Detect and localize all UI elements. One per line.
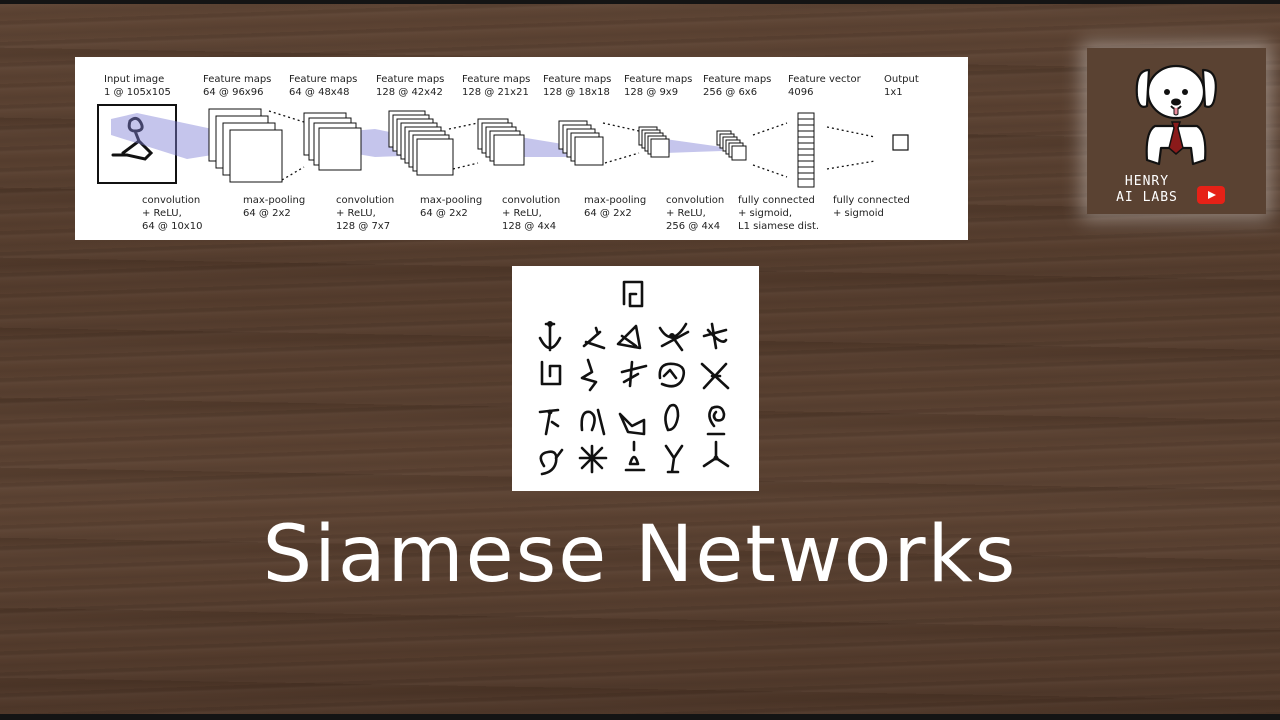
- op4-line1: max-pooling: [420, 195, 482, 206]
- char-r4-4: [664, 444, 684, 474]
- char-r2-3: [620, 360, 648, 388]
- label-fm2-title: Feature maps: [289, 74, 357, 85]
- label-fm5-title: Feature maps: [543, 74, 611, 85]
- op1-line2: + ReLU,: [142, 208, 182, 219]
- char-r1-2: [582, 326, 606, 350]
- op5-line1: convolution: [502, 195, 560, 206]
- feature-maps-stack-3: [388, 110, 454, 176]
- op4-line2: 64 @ 2x2: [420, 208, 468, 219]
- label-fm6-detail: 128 @ 9x9: [624, 87, 678, 98]
- char-r1-5: [702, 322, 728, 350]
- characters-svg: [538, 280, 730, 476]
- op5-line3: 128 @ 4x4: [502, 221, 556, 232]
- char-r2-1: [540, 360, 562, 386]
- op3-line3: 128 @ 7x7: [336, 221, 390, 232]
- label-input-title: Input image: [104, 74, 164, 85]
- op2-line2: 64 @ 2x2: [243, 208, 291, 219]
- omniglot-characters-panel: [512, 266, 759, 491]
- op1-line3: 64 @ 10x10: [142, 221, 202, 232]
- char-r2-4: [658, 362, 686, 388]
- label-output-detail: 1x1: [884, 87, 903, 98]
- label-output-title: Output: [884, 74, 919, 85]
- bottom-border: [0, 714, 1280, 720]
- char-r2-5: [700, 362, 730, 390]
- op3-line2: + ReLU,: [336, 208, 376, 219]
- feature-maps-stack-5: [558, 120, 604, 166]
- label-fm4-detail: 128 @ 21x21: [462, 87, 529, 98]
- op7-line2: + ReLU,: [666, 208, 706, 219]
- op8-line1: fully connected: [738, 195, 815, 206]
- op7-line1: convolution: [666, 195, 724, 206]
- label-fm5-detail: 128 @ 18x18: [543, 87, 610, 98]
- logo-wordmark: HENRY AI LABS: [1087, 174, 1207, 206]
- label-fm3-title: Feature maps: [376, 74, 444, 85]
- char-r3-3: [618, 412, 646, 436]
- label-fm4-title: Feature maps: [462, 74, 530, 85]
- op3-line1: convolution: [336, 195, 394, 206]
- op8-line2: + sigmoid,: [738, 208, 792, 219]
- top-labels: Input image 1 @ 105x105 Feature maps 64 …: [104, 74, 919, 98]
- dotted-connectors: [268, 110, 876, 181]
- label-fm6-title: Feature maps: [624, 74, 692, 85]
- reference-character: [622, 280, 644, 308]
- label-fm2-detail: 64 @ 48x48: [289, 87, 349, 98]
- dog-mascot-icon: [1135, 64, 1217, 166]
- op6-line2: 64 @ 2x2: [584, 208, 632, 219]
- label-fm1-detail: 64 @ 96x96: [203, 87, 263, 98]
- logo-line-1: HENRY: [1124, 174, 1170, 189]
- label-input-detail: 1 @ 105x105: [104, 87, 171, 98]
- char-r3-4: [664, 403, 680, 432]
- architecture-diagram: Input image 1 @ 105x105 Feature maps 64 …: [75, 57, 968, 240]
- op7-line3: 256 @ 4x4: [666, 221, 720, 232]
- op9-line1: fully connected: [833, 195, 910, 206]
- label-feature-vector-detail: 4096: [788, 87, 813, 98]
- op9-line2: + sigmoid: [833, 208, 884, 219]
- architecture-svg: Input image 1 @ 105x105 Feature maps 64 …: [97, 74, 919, 232]
- page-title: Siamese Networks: [262, 510, 1018, 600]
- op8-line3: L1 siamese dist.: [738, 221, 819, 232]
- op2-line1: max-pooling: [243, 195, 305, 206]
- channel-logo: HENRY AI LABS: [1087, 48, 1266, 214]
- char-r4-1: [539, 448, 564, 476]
- op1-line1: convolution: [142, 195, 200, 206]
- char-r4-5: [702, 440, 730, 468]
- label-feature-vector-title: Feature vector: [788, 74, 862, 85]
- char-r4-3: [624, 440, 646, 472]
- char-r1-1: [538, 322, 562, 352]
- logo-line-2: AI LABS: [1116, 190, 1178, 205]
- label-fm3-detail: 128 @ 42x42: [376, 87, 443, 98]
- label-fm7-detail: 256 @ 6x6: [703, 87, 757, 98]
- char-r1-3: [616, 324, 642, 350]
- input-image: [97, 104, 177, 184]
- feature-maps-stack-2: [303, 112, 362, 171]
- feature-maps-stack-6: [638, 126, 670, 158]
- op6-line1: max-pooling: [584, 195, 646, 206]
- label-fm1-title: Feature maps: [203, 74, 271, 85]
- top-border: [0, 0, 1280, 4]
- feature-maps-stack-1: [208, 108, 283, 183]
- feature-maps-stack-7: [716, 130, 747, 161]
- feature-vector: [797, 112, 815, 188]
- op5-line2: + ReLU,: [502, 208, 542, 219]
- char-r3-2: [580, 408, 606, 436]
- label-fm7-title: Feature maps: [703, 74, 771, 85]
- char-r2-2: [580, 358, 598, 392]
- char-r3-5: [706, 405, 726, 436]
- output-node: [892, 134, 909, 151]
- bottom-labels: convolution + ReLU, 64 @ 10x10 max-pooli…: [142, 195, 910, 232]
- youtube-play-icon: [1197, 186, 1225, 204]
- feature-maps-stack-4: [477, 118, 525, 166]
